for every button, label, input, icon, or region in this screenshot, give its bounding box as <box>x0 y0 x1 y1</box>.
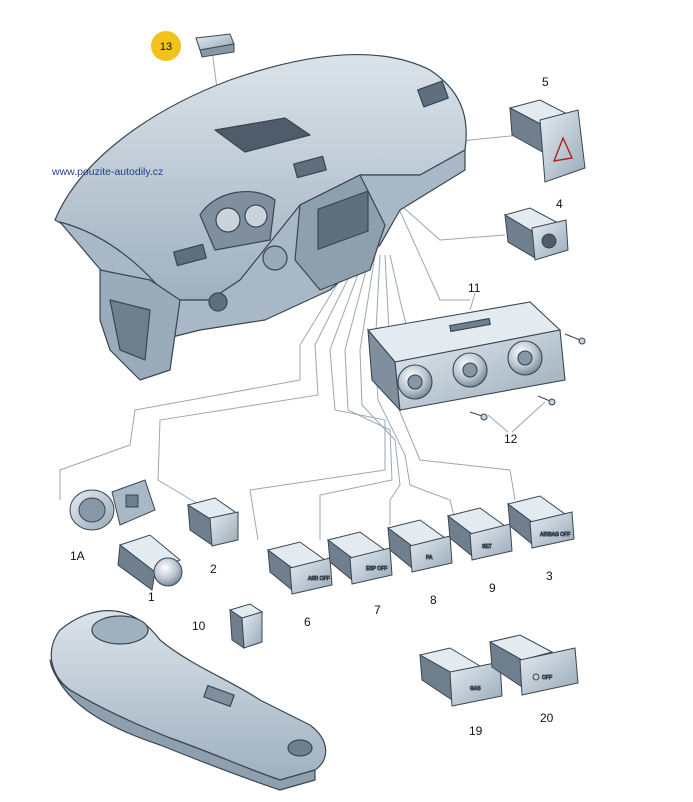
callout-19: 19 <box>469 724 483 738</box>
part-1a-ignition-housing <box>69 479 156 531</box>
callout-20: 20 <box>540 711 554 725</box>
switch-7: ESP OFF <box>326 531 393 585</box>
start-stop-icon <box>153 557 183 587</box>
switch-6-label: ASR OFF <box>308 576 330 582</box>
center-console <box>49 610 327 791</box>
callout-4: 4 <box>556 197 563 211</box>
part-4-socket-switch <box>503 207 569 261</box>
callout-10: 10 <box>192 619 206 633</box>
switch-7-label: ESP OFF <box>366 566 387 572</box>
part-1-start-stop-button <box>117 534 183 591</box>
callout-2: 2 <box>210 562 217 576</box>
part-5-hazard-switch <box>508 99 586 183</box>
dashboard-assembly <box>54 54 467 381</box>
watermark-text: www.pouzite-autodily.cz <box>51 166 163 178</box>
switch-20-label: OFF <box>542 675 552 681</box>
switch-9: SET <box>446 507 513 561</box>
part-12-screws <box>469 333 586 421</box>
callout-5: 5 <box>542 75 549 89</box>
switch-9-label: SET <box>482 544 492 550</box>
callout-9: 9 <box>489 581 496 595</box>
callout-1a: 1A <box>70 549 85 563</box>
part-10-connector <box>228 603 264 649</box>
part-13-sensor <box>195 33 235 58</box>
callout-12: 12 <box>504 432 518 446</box>
switch-19-label: GAS <box>470 686 481 692</box>
part-2-switch <box>186 497 240 547</box>
callout-3: 3 <box>546 569 553 583</box>
callout-8: 8 <box>430 593 437 607</box>
switch-19-gas: GAS <box>418 647 503 707</box>
switch-8-label: PA <box>426 555 433 561</box>
start-stop-icon <box>532 673 540 681</box>
switch-3-label: AIRBAG OFF <box>540 532 570 538</box>
switch-3: AIRBAG OFF <box>506 495 575 549</box>
hazard-triangle-icon <box>552 136 574 162</box>
switch-20-start-stop: OFF <box>488 634 579 696</box>
leader-lines <box>59 49 546 541</box>
switch-8: PA <box>386 519 453 573</box>
part-11-climate-control <box>366 301 566 412</box>
callout-6: 6 <box>304 615 311 629</box>
callout-1: 1 <box>148 590 155 604</box>
switch-6: ASR OFF <box>266 541 333 595</box>
callout-badge-13: 13 <box>151 31 181 61</box>
callout-11: 11 <box>468 281 481 295</box>
callout-13-label: 13 <box>160 41 172 53</box>
callout-7: 7 <box>374 603 381 617</box>
